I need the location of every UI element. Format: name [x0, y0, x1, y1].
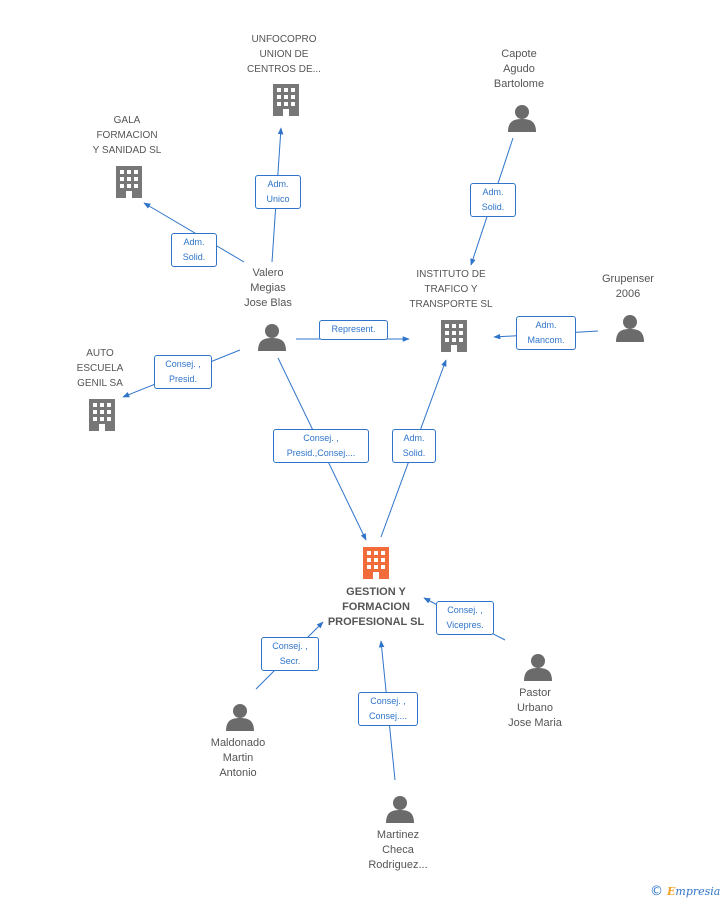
edge-label-valero-instituto[interactable]: Represent. [319, 320, 388, 340]
node-label-pastor[interactable]: Pastor Urbano Jose Maria [508, 687, 562, 729]
edge-label-capote-instituto[interactable]: Adm. Solid. [470, 183, 516, 217]
building-icon-gala[interactable] [116, 166, 142, 198]
edge-label-valero-auto[interactable]: Consej. , Presid. [154, 355, 212, 389]
node-label-maldonado[interactable]: Maldonado Martin Antonio [210, 737, 266, 779]
brand-name: mpresia [675, 885, 721, 898]
edge-label-valero-gestion[interactable]: Consej. , Presid.,Consej.... [273, 429, 369, 463]
person-icon-maldonado[interactable] [226, 704, 254, 731]
edge-label-valero-unfocopro[interactable]: Adm. Unico [255, 175, 301, 209]
edge-label-grupenser-instituto[interactable]: Adm. Mancom. [516, 316, 576, 350]
node-label-unfocopro[interactable]: UNFOCOPRO UNION DE CENTROS DE... [247, 34, 321, 75]
edge-label-maldonado-gestion[interactable]: Consej. , Secr. [261, 637, 319, 671]
brand-logo[interactable]: Empresia [667, 885, 720, 898]
node-label-auto[interactable]: AUTO ESCUELA GENIL SA [76, 348, 124, 389]
node-label-valero[interactable]: Valero Megias Jose Blas [244, 267, 292, 309]
node-label-grupenser[interactable]: Grupenser 2006 [602, 273, 654, 300]
node-label-gestion[interactable]: GESTION Y FORMACION PROFESIONAL SL [327, 586, 425, 628]
person-icon-pastor[interactable] [524, 654, 552, 681]
person-icon-grupenser[interactable] [616, 315, 644, 342]
edge-label-pastor-gestion[interactable]: Consej. , Vicepres. [436, 601, 494, 635]
building-icon-unfocopro[interactable] [273, 84, 299, 116]
person-icon-valero[interactable] [258, 324, 286, 351]
person-icon-martinez[interactable] [386, 796, 414, 823]
copyright-icon: © [650, 884, 663, 899]
brand-initial: E [667, 885, 676, 898]
node-label-martinez[interactable]: Martinez Checa Rodriguez... [368, 829, 428, 871]
edge-label-martinez-gestion[interactable]: Consej. , Consej.... [358, 692, 418, 726]
node-label-capote[interactable]: Capote Agudo Bartolome [493, 48, 545, 90]
person-icon-capote[interactable] [508, 105, 536, 132]
edge-label-valero-gala[interactable]: Adm. Solid. [171, 233, 217, 267]
building-icon-instituto[interactable] [441, 320, 467, 352]
edge-valero-gala [143, 202, 245, 263]
building-icon-auto[interactable] [89, 399, 115, 431]
building-icon-gestion[interactable] [363, 547, 389, 579]
node-label-instituto[interactable]: INSTITUTO DE TRAFICO Y TRANSPORTE SL [409, 269, 493, 310]
edge-label-gestion-instituto[interactable]: Adm. Solid. [392, 429, 436, 463]
node-label-gala[interactable]: GALA FORMACION Y SANIDAD SL [92, 115, 162, 156]
